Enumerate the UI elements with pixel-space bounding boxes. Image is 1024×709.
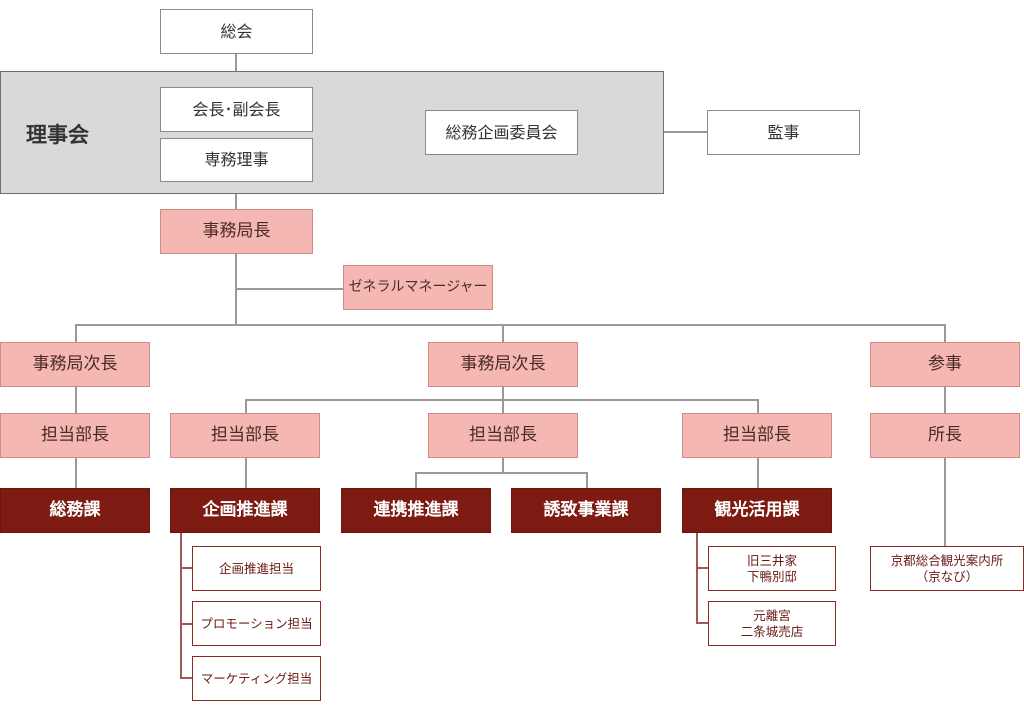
- line-center-bus: [245, 399, 758, 401]
- line-assembly-board: [235, 53, 237, 72]
- line-board-auditor: [663, 131, 709, 133]
- general-assembly-box: 総会: [160, 9, 313, 54]
- line-drop-m4: [757, 399, 759, 414]
- committee-box: 総務企画委員会: [425, 110, 578, 155]
- line-drop-left: [75, 324, 77, 343]
- line-planning-tick-1: [180, 567, 193, 569]
- manager-planning-box: 担当部長: [170, 413, 320, 458]
- tourism-utilization-division: 観光活用課: [682, 488, 832, 533]
- line-m2-division: [245, 458, 247, 489]
- line-m3-drop-right: [586, 472, 588, 489]
- line-tourism-spine: [696, 533, 698, 623]
- promotion-unit: プロモーション担当: [192, 601, 321, 646]
- line-m3-down: [502, 458, 504, 473]
- kyo-navi-unit: 京都総合観光案内所 （京なび）: [870, 546, 1024, 591]
- line-drop-m3: [502, 399, 504, 414]
- line-tourism-tick-1: [696, 567, 709, 569]
- secretary-general-box: 事務局長: [160, 209, 313, 254]
- manager-left-box: 担当部長: [0, 413, 150, 458]
- planning-promotion-unit: 企画推進担当: [192, 546, 321, 591]
- line-left-deputy-manager: [75, 386, 77, 414]
- line-gm-branch: [235, 288, 344, 290]
- line-planning-tick-3: [180, 677, 193, 679]
- cooperation-division: 連携推進課: [341, 488, 491, 533]
- line-drop-right: [944, 324, 946, 343]
- line-drop-center: [502, 324, 504, 343]
- executive-director-box: 専務理事: [160, 138, 313, 182]
- planning-division: 企画推進課: [170, 488, 320, 533]
- line-m3-drop-left: [415, 472, 417, 489]
- line-planning-spine: [180, 533, 182, 678]
- councilor-box: 参事: [870, 342, 1020, 387]
- deputy-center-box: 事務局次長: [428, 342, 578, 387]
- line-right-manager-office: [944, 458, 946, 547]
- line-center-deputy-down: [502, 386, 504, 400]
- line-tourism-tick-2: [696, 622, 709, 624]
- line-left-manager-division: [75, 458, 77, 489]
- director-box: 所長: [870, 413, 1020, 458]
- general-affairs-division: 総務課: [0, 488, 150, 533]
- auditor-box: 監事: [707, 110, 860, 155]
- line-main-bus: [75, 324, 945, 326]
- mitsui-villa-unit: 旧三井家 下鴨別邸: [708, 546, 836, 591]
- manager-center-box: 担当部長: [428, 413, 578, 458]
- attraction-division: 誘致事業課: [511, 488, 661, 533]
- manager-tourism-box: 担当部長: [682, 413, 832, 458]
- line-m4-division: [757, 458, 759, 489]
- line-drop-m2: [245, 399, 247, 414]
- nijo-castle-shop-unit: 元離宮 二条城売店: [708, 601, 836, 646]
- general-manager-box: ゼネラルマネージャー: [343, 265, 493, 310]
- line-planning-tick-2: [180, 623, 193, 625]
- line-right-deputy-manager: [944, 386, 946, 414]
- chair-box: 会長･副会長: [160, 87, 313, 132]
- board-label: 理事会: [26, 123, 89, 147]
- line-m3-bus: [415, 472, 587, 474]
- deputy-left-box: 事務局次長: [0, 342, 150, 387]
- line-board-secgen: [235, 193, 237, 211]
- marketing-unit: マーケティング担当: [192, 656, 321, 701]
